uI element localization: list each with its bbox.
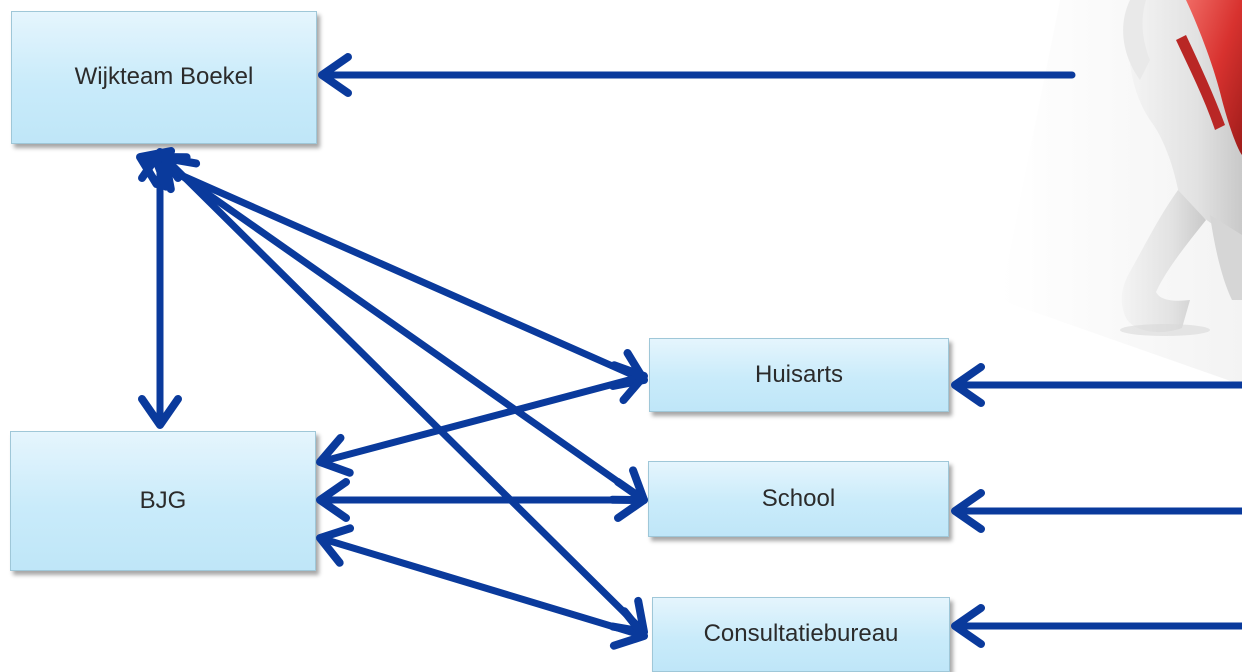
arrow-bjg-consultatiebureau-head (609, 607, 648, 650)
arrow-wijkteam-school-tail-head (151, 153, 191, 191)
arrow-bjg-huisarts-tail-head (316, 433, 354, 477)
arrow-external-wijkteam-head (318, 53, 352, 97)
node-label-huisarts: Huisarts (754, 360, 844, 388)
node-label-consultatiebureau: Consultatiebureau (703, 620, 899, 648)
arrow-wijkteam-huisarts-line (136, 153, 648, 384)
arrow-external-huisarts-head (951, 363, 985, 407)
arrow-external-school-head (951, 489, 985, 533)
3d-person-figure-icon (1000, 0, 1242, 385)
arrow-wijkteam-huisarts-head (608, 349, 648, 390)
node-wijkteam-boekel: Wijkteam Boekel (11, 11, 317, 144)
node-huisarts: Huisarts (649, 338, 949, 412)
arrow-external-consultatiebureau-head (951, 604, 985, 648)
arrow-bjg-school-head (614, 478, 648, 522)
arrow-wijkteam-huisarts-tail-head (136, 147, 176, 188)
arrow-bjg-consultatiebureau-line (316, 534, 648, 640)
node-label-bjg: BJG (139, 486, 187, 514)
arrow-wijkteam-consultatiebureau-head (608, 596, 648, 636)
arrow-bjg-huisarts-line (316, 372, 648, 466)
arrow-bjg-huisarts-head (610, 361, 648, 405)
arrow-bjg-consultatiebureau-tail-head (316, 524, 355, 567)
arrow-wijkteam-school-head (608, 466, 648, 504)
node-label-school: School (761, 484, 836, 512)
node-bjg: BJG (10, 431, 316, 571)
node-label-wijkteam-boekel: Wijkteam Boekel (74, 63, 254, 91)
arrow-wijkteam-bjg-head (138, 395, 182, 429)
arrow-bjg-school-tail-head (316, 478, 350, 522)
arrow-wijkteam-bjg-tail-head (138, 148, 182, 182)
node-consultatiebureau: Consultatiebureau (652, 597, 950, 672)
node-school: School (648, 461, 949, 537)
arrow-wijkteam-consultatiebureau-tail-head (161, 154, 201, 194)
